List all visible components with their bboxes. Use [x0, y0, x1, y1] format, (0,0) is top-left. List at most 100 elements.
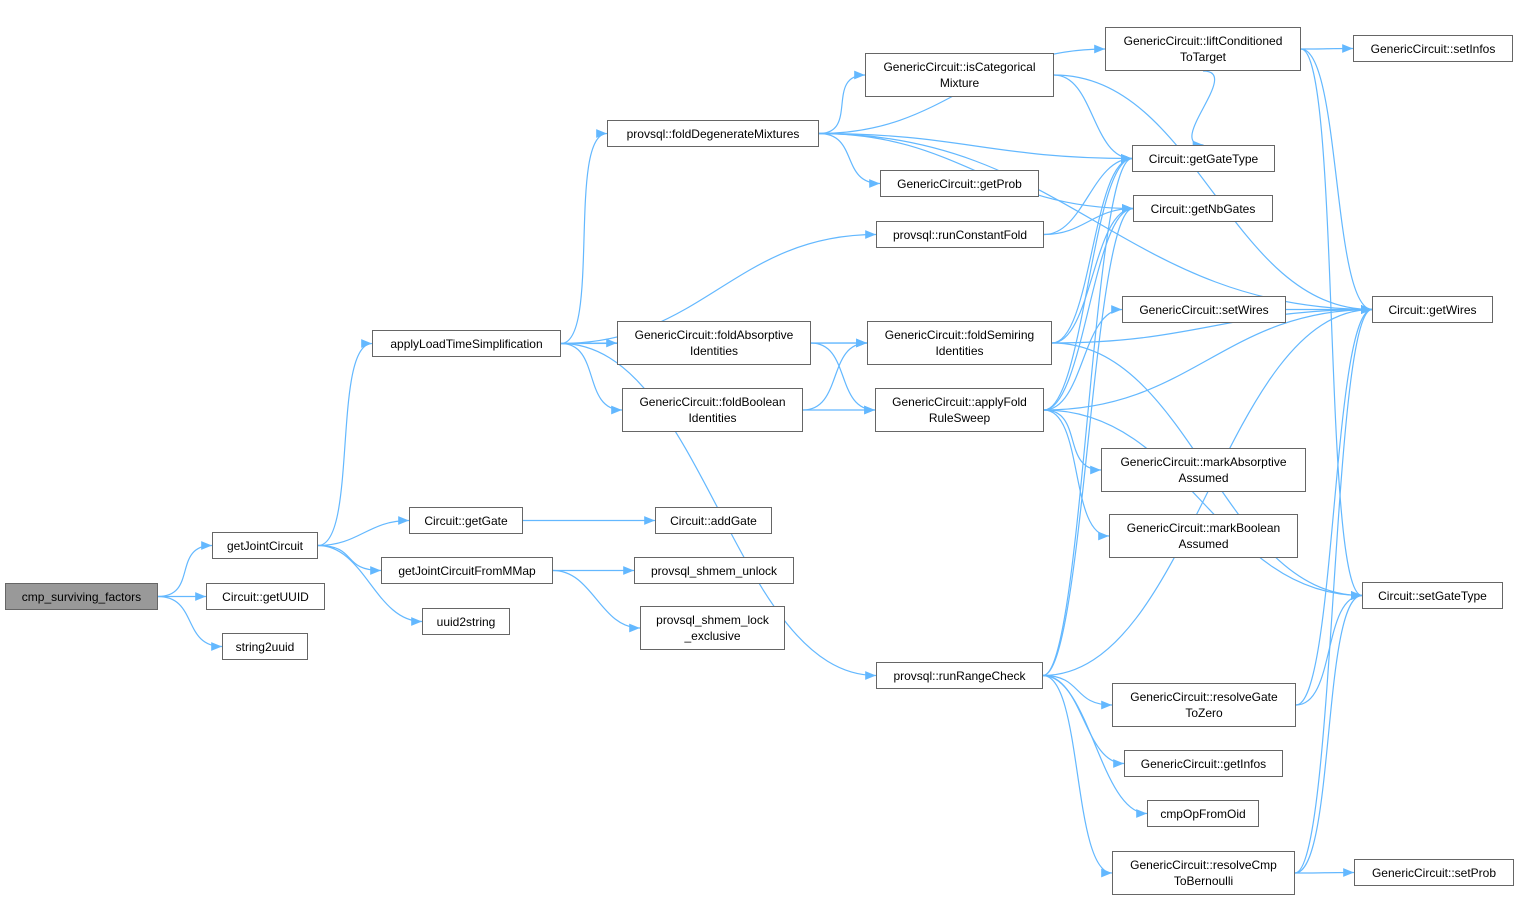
node-label-line: GenericCircuit::applyFold	[892, 395, 1027, 409]
node-label-line: GenericCircuit::liftConditioned	[1123, 34, 1283, 48]
node-label-line: GenericCircuit::foldBoolean	[639, 395, 786, 409]
edge-provsql_runRangeCheck-to-Circuit_getGateType	[1042, 154, 1133, 677]
edge-GenericCircuit_applyFoldRuleSweep-to-Circuit_getGateType	[1043, 154, 1133, 411]
edge-provsql_runConstantFold-to-Circuit_getNbGates	[1043, 204, 1134, 236]
node-label-line: provsql_shmem_lock	[656, 613, 769, 627]
edge-provsql_runRangeCheck-to-Circuit_getWires	[1042, 305, 1373, 677]
node-label-line: Identities	[935, 344, 984, 358]
node-label-line: GenericCircuit::resolveGate	[1130, 690, 1278, 704]
edge-GenericCircuit_isCategoricalMixture-to-Circuit_getWires	[1053, 74, 1373, 314]
node-label-line: applyLoadTimeSimplification	[390, 336, 543, 351]
node-circuit-getgate[interactable]: Circuit::getGate	[409, 507, 523, 534]
edge-GenericCircuit_foldBooleanIdentities-to-GenericCircuit_foldSemiringIdentities	[802, 338, 868, 411]
node-label-line: GenericCircuit::getInfos	[1140, 756, 1267, 771]
edge-provsql_runRangeCheck-to-cmpOpFromOid	[1042, 674, 1148, 818]
node-genericcircuit-getprob[interactable]: GenericCircuit::getProb	[880, 170, 1039, 197]
node-circuit-getgatetype[interactable]: Circuit::getGateType	[1132, 145, 1275, 172]
node-label-line: cmp_surviving_factors	[21, 589, 142, 604]
edge-provsql_runRangeCheck-to-GenericCircuit_resolveGateToZero	[1042, 674, 1113, 710]
node-label: uuid2string	[437, 614, 496, 630]
node-label: Circuit::getUUID	[222, 589, 309, 605]
node-label-line: provsql::runRangeCheck	[893, 668, 1026, 683]
node-label: getJointCircuit	[227, 538, 303, 554]
edge-applyLoadTimeSimplification-to-GenericCircuit_foldAbsorptiveIdentities	[560, 338, 618, 348]
node-genericcircuit-setwires[interactable]: GenericCircuit::setWires	[1122, 296, 1286, 323]
node-label: Circuit::getGate	[424, 513, 507, 529]
node-provsql-shmem-unlock[interactable]: provsql_shmem_unlock	[634, 557, 794, 584]
node-label: applyLoadTimeSimplification	[390, 336, 542, 352]
node-applyloadtimesimplification[interactable]: applyLoadTimeSimplification	[372, 330, 561, 357]
node-label: GenericCircuit::getProb	[897, 176, 1022, 192]
node-label-line: getJointCircuit	[226, 538, 304, 553]
node-provsql-shmem-lock-exclusive[interactable]: provsql_shmem_lock_exclusive	[640, 606, 785, 650]
edge-GenericCircuit_applyFoldRuleSweep-to-GenericCircuit_markAbsorptiveAssumed	[1043, 409, 1102, 475]
node-genericcircuit-getinfos[interactable]: GenericCircuit::getInfos	[1124, 750, 1283, 777]
node-label: cmp_surviving_factors	[22, 589, 141, 605]
node-label-line: Circuit::addGate	[670, 513, 757, 528]
node-label-line: Circuit::getUUID	[222, 589, 309, 604]
node-string2uuid[interactable]: string2uuid	[222, 633, 308, 660]
node-label: getJointCircuitFromMMap	[398, 563, 535, 579]
edge-applyLoadTimeSimplification-to-provsql_runConstantFold	[560, 230, 877, 345]
node-label-line: Circuit::getWires	[1388, 302, 1477, 317]
node-provsql-folddegeneratemixtures[interactable]: provsql::foldDegenerateMixtures	[607, 120, 819, 147]
edge-GenericCircuit_liftConditionedToTarget-to-Circuit_setGateType	[1300, 48, 1363, 600]
node-provsql-runrangecheck[interactable]: provsql::runRangeCheck	[876, 662, 1043, 689]
node-label-line: provsql::runConstantFold	[892, 227, 1028, 242]
node-circuit-getuuid[interactable]: Circuit::getUUID	[206, 583, 325, 610]
node-provsql-runconstantfold[interactable]: provsql::runConstantFold	[876, 221, 1044, 248]
node-cmpopfromoid[interactable]: cmpOpFromOid	[1147, 800, 1259, 827]
node-circuit-getwires[interactable]: Circuit::getWires	[1372, 296, 1493, 323]
node-circuit-addgate[interactable]: Circuit::addGate	[655, 507, 772, 534]
node-label: GenericCircuit::getInfos	[1141, 756, 1266, 772]
edge-GenericCircuit_resolveCmpToBernoulli-to-GenericCircuit_setProb	[1294, 868, 1355, 877]
edge-provsql_runConstantFold-to-Circuit_getGateType	[1043, 154, 1133, 236]
edge-applyLoadTimeSimplification-to-GenericCircuit_foldBooleanIdentities	[560, 342, 623, 415]
node-label-line: ToZero	[1185, 706, 1223, 720]
node-label: Circuit::setGateType	[1378, 588, 1487, 604]
node-label-line: cmpOpFromOid	[1160, 806, 1246, 821]
edge-provsql_foldDegenerateMixtures-to-GenericCircuit_getProb	[818, 132, 881, 188]
edge-GenericCircuit_isCategoricalMixture-to-Circuit_getGateType	[1053, 74, 1133, 163]
node-label: Circuit::addGate	[670, 513, 757, 529]
node-circuit-setgatetype[interactable]: Circuit::setGateType	[1362, 582, 1503, 609]
node-label: Circuit::getWires	[1388, 302, 1476, 318]
node-label-line: GenericCircuit::setWires	[1139, 302, 1269, 317]
node-genericcircuit-setprob[interactable]: GenericCircuit::setProb	[1354, 859, 1514, 886]
node-label: GenericCircuit::setProb	[1372, 865, 1496, 881]
node-label-line: ToBernoulli	[1173, 874, 1234, 888]
node-label-line: getJointCircuitFromMMap	[398, 563, 536, 578]
node-label-line: Circuit::getGateType	[1148, 151, 1259, 166]
node-genericcircuit-setinfos[interactable]: GenericCircuit::setInfos	[1353, 35, 1513, 62]
edge-GenericCircuit_resolveGateToZero-to-Circuit_getWires	[1295, 305, 1373, 706]
node-label: provsql_shmem_lock_exclusive	[656, 612, 769, 644]
edge-GenericCircuit_applyFoldRuleSweep-to-Circuit_getWires	[1043, 305, 1373, 411]
edge-provsql_foldDegenerateMixtures-to-Circuit_getGateType	[818, 132, 1133, 163]
node-circuit-getnbgates[interactable]: Circuit::getNbGates	[1133, 195, 1273, 222]
edge-GenericCircuit_foldSemiringIdentities-to-Circuit_getGateType	[1051, 154, 1133, 344]
edge-getJointCircuit-to-Circuit_getGate	[317, 516, 410, 547]
node-label-line: RuleSweep	[928, 411, 991, 425]
node-uuid2string[interactable]: uuid2string	[422, 608, 510, 635]
node-getjointcircuitfrommmap[interactable]: getJointCircuitFromMMap	[381, 557, 553, 584]
edge-provsql_runRangeCheck-to-Circuit_getNbGates	[1042, 204, 1134, 677]
node-getjointcircuit[interactable]: getJointCircuit	[212, 532, 318, 559]
node-cmp-surviving-factors[interactable]: cmp_surviving_factors	[5, 583, 158, 610]
